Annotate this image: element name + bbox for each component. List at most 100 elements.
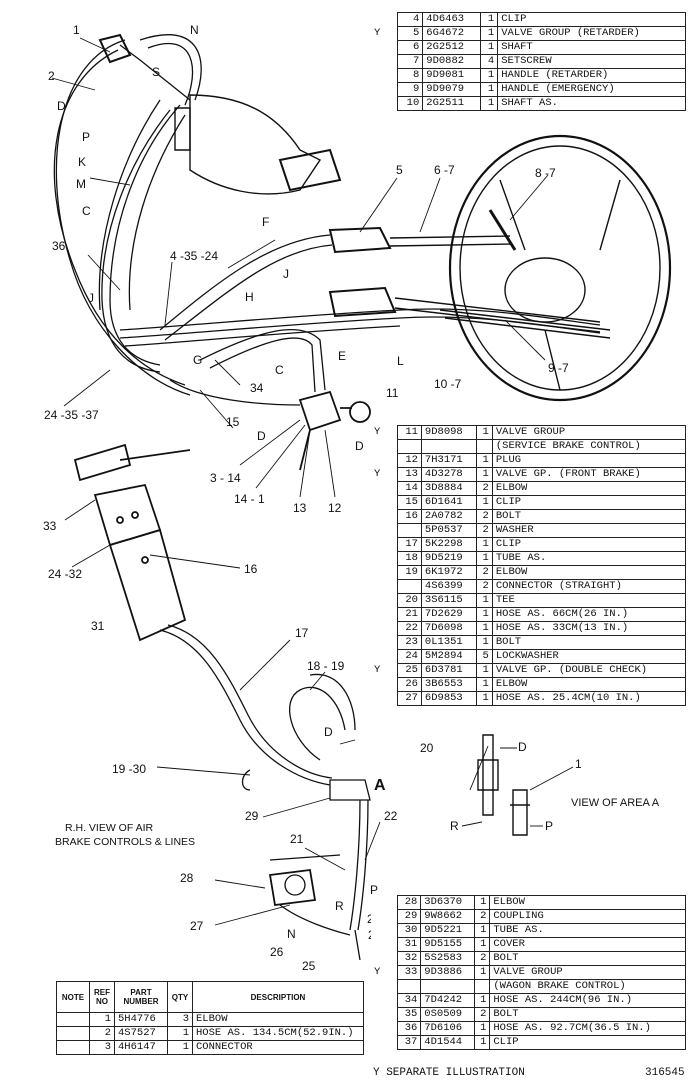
cell-mark: Y — [371, 965, 398, 980]
cell-qty: 2 — [475, 565, 493, 580]
cell-ref: 18 — [397, 551, 422, 566]
cell-mark — [371, 579, 398, 594]
cell-part: 0L1351 — [420, 635, 477, 650]
cell-qty: 2 — [475, 481, 493, 496]
cell-qty: 1 — [475, 677, 493, 692]
callout-13: 13 — [293, 501, 307, 515]
callout-c-mid: C — [275, 363, 284, 377]
callout-16: 16 — [244, 562, 258, 576]
callout-r-low: R — [335, 899, 344, 913]
cell-desc: ELBOW — [491, 481, 687, 496]
callout-d-area: D — [518, 740, 527, 754]
cell-qty: 1 — [473, 923, 491, 938]
cell-part: 5M2894 — [420, 649, 477, 664]
cell-mark — [371, 909, 398, 924]
cell-part: 9D3886 — [420, 965, 475, 980]
cell-part: 9D5221 — [420, 923, 475, 938]
cell-qty: 1 — [480, 82, 499, 97]
cell-mark — [371, 12, 398, 27]
callout-4-35-24: 4 -35 -24 — [170, 249, 219, 263]
callout-p-area: P — [545, 819, 554, 833]
cell-mark — [371, 993, 398, 1008]
cell-ref: 28 — [396, 895, 422, 910]
cell-mark — [371, 1035, 398, 1050]
cell-part: 7D6098 — [420, 621, 477, 636]
callout-d-valve: D — [355, 439, 364, 453]
cell-mark — [371, 54, 398, 69]
cell-ref — [396, 979, 422, 994]
cell-qty: 1 — [473, 895, 491, 910]
cell-part: 4S6399 — [420, 579, 477, 594]
cell-part: 5H4776 — [114, 1012, 168, 1027]
cell-ref: 20 — [397, 593, 422, 608]
cell-part: 2G2511 — [422, 96, 482, 111]
cell-mark — [371, 509, 398, 524]
cell-qty: 1 — [475, 453, 493, 468]
cell-part: 5K2298 — [420, 537, 477, 552]
cell-desc: BOLT — [491, 635, 687, 650]
cell-desc: BOLT — [491, 509, 687, 524]
cell-mark — [371, 937, 398, 952]
table-row: (WAGON BRAKE CONTROL) — [371, 979, 686, 994]
cell-ref: 21 — [397, 607, 422, 622]
cell-qty: 3 — [167, 1012, 193, 1027]
callout-l: L — [397, 354, 404, 368]
cell-ref: 17 — [397, 537, 422, 552]
cell-desc: BOLT — [489, 1007, 686, 1022]
callout-j-left: J — [88, 291, 94, 305]
cell-qty: 1 — [475, 425, 493, 440]
parts-table-legend: NOTE REF NO PART NUMBER QTY DESCRIPTION … — [56, 981, 364, 1055]
callout-18-19: 18 - 19 — [307, 659, 345, 673]
callout-36: 36 — [52, 239, 66, 253]
cell-mark — [371, 607, 398, 622]
cell-mark: Y — [371, 663, 398, 678]
callout-33: 33 — [43, 519, 57, 533]
callout-p-top: P — [82, 130, 91, 144]
cell-mark — [371, 82, 398, 97]
cell-mark: Y — [371, 467, 398, 482]
cell-qty: 2 — [473, 951, 491, 966]
cell-desc: TEE — [491, 593, 687, 608]
cell-desc: COUPLING — [489, 909, 686, 924]
cell-qty: 4 — [480, 54, 499, 69]
header-part-number: PART NUMBER — [114, 981, 168, 1013]
cell-ref: 33 — [396, 965, 422, 980]
cell-part: 4D6463 — [422, 12, 482, 27]
cell-part: 9D9079 — [422, 82, 482, 97]
callout-24-35-37: 24 -35 -37 — [44, 408, 99, 422]
cell-desc: HOSE AS. 66CM(26 IN.) — [491, 607, 687, 622]
cell-mark — [371, 523, 398, 538]
cell-desc: SHAFT — [497, 40, 686, 55]
cell-ref: 36 — [396, 1021, 422, 1036]
cell-part: 7D6106 — [420, 1021, 475, 1036]
cell-ref: 34 — [396, 993, 422, 1008]
cell-part: 3D6370 — [420, 895, 475, 910]
cell-desc: LOCKWASHER — [491, 649, 687, 664]
callout-r-area: R — [450, 819, 459, 833]
lower-tubes — [159, 624, 371, 961]
cell-mark: Y — [371, 26, 398, 41]
cell-ref: 37 — [396, 1035, 422, 1050]
callout-g: G — [193, 353, 203, 367]
cell-desc: VALVE GROUP — [489, 965, 686, 980]
cell-desc: ELBOW — [489, 895, 686, 910]
callout-15: 15 — [226, 415, 240, 429]
cell-desc: HOSE AS. 244CM(96 IN.) — [489, 993, 686, 1008]
cell-qty: 1 — [473, 937, 491, 952]
